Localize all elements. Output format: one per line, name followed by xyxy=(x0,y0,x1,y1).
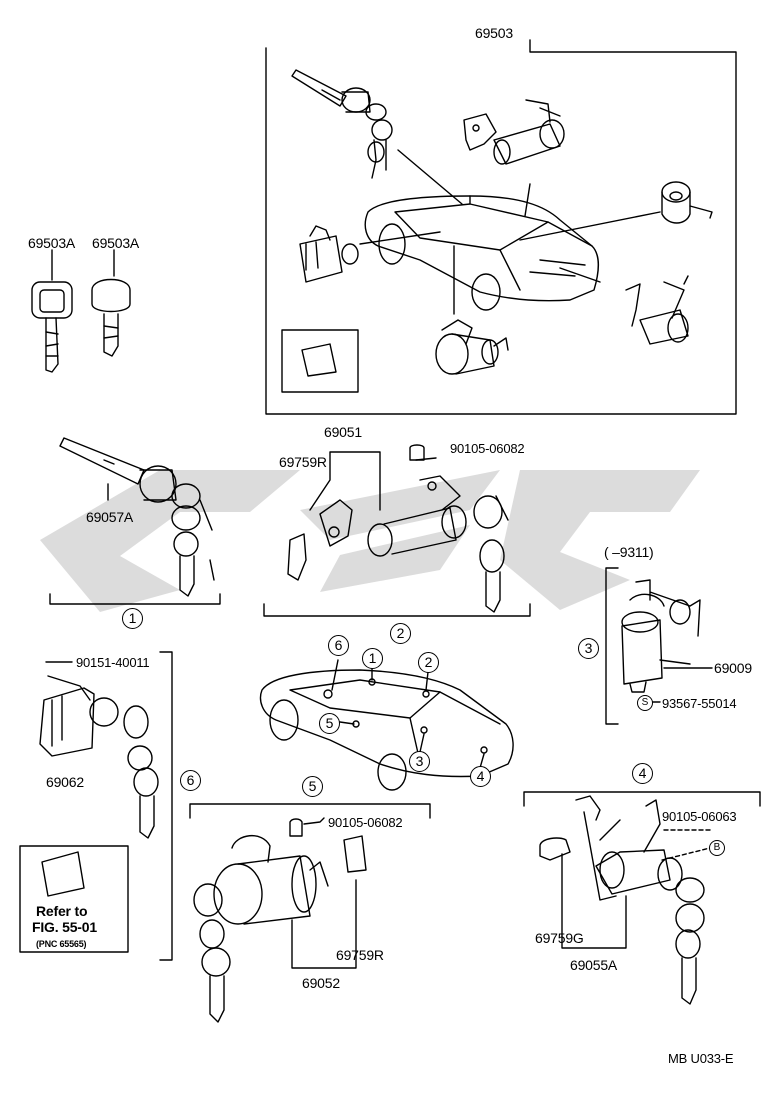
glovebox-lock-69062 xyxy=(39,675,159,839)
callout-6-group: 6 xyxy=(180,770,201,791)
door-lock-69051 xyxy=(287,444,509,613)
label-69759g: 69759G xyxy=(535,930,584,946)
label-69503: 69503 xyxy=(475,25,513,41)
label-69009: 69009 xyxy=(714,660,752,676)
callout-5-group: 5 xyxy=(302,776,323,797)
callout-3-car: 3 xyxy=(409,751,430,772)
callout-6-car: 6 xyxy=(328,635,349,656)
callout-5-car: 5 xyxy=(319,713,340,734)
label-69057a: 69057A xyxy=(86,509,134,525)
label-69503a-right: 69503A xyxy=(92,235,140,251)
refer-note-line2: FIG. 55-01 xyxy=(32,919,97,935)
ignition-switch-69009 xyxy=(621,579,701,693)
callout-4-car: 4 xyxy=(470,766,491,787)
label-90105-06082-rear: 90105-06082 xyxy=(328,815,403,830)
label-90151-40011: 90151-40011 xyxy=(76,655,150,670)
label-bracket-note: ( –9311) xyxy=(604,544,654,560)
footer-code: MB U033-E xyxy=(668,1051,734,1066)
label-90105-06063: 90105-06063 xyxy=(662,809,737,824)
callout-3-group: 3 xyxy=(578,638,599,659)
glovebox-lock-top xyxy=(299,225,359,283)
label-93567-55014: 93567-55014 xyxy=(662,696,737,711)
callout-2-group: 2 xyxy=(390,623,411,644)
label-69051: 69051 xyxy=(324,424,362,440)
label-90105-06082-front: 90105-06082 xyxy=(450,441,525,456)
callout-1-car: 1 xyxy=(362,648,383,669)
car-top xyxy=(364,195,599,311)
label-69062: 69062 xyxy=(46,774,84,790)
door-lock-69052 xyxy=(193,818,367,1023)
ignition-top xyxy=(291,69,393,179)
label-69055a: 69055A xyxy=(570,957,618,973)
key-69503a-left xyxy=(31,249,73,373)
callout-b-mark: B xyxy=(709,840,725,856)
trunk-lock-69055a xyxy=(539,795,705,1005)
ignition-cylinder-69057a xyxy=(59,437,215,597)
label-69503a-left: 69503A xyxy=(28,235,76,251)
label-69759r-rear: 69759R xyxy=(336,947,384,963)
label-69759r-front: 69759R xyxy=(279,454,327,470)
callout-1-group: 1 xyxy=(122,608,143,629)
door-lock-top-bottom xyxy=(435,319,509,375)
callout-2-car: 2 xyxy=(418,652,439,673)
trunk-cylinder-top xyxy=(661,181,713,224)
refer-note-line1: Refer to xyxy=(36,903,88,919)
refer-note-line3: (PNC 65565) xyxy=(36,939,87,949)
key-69503a-right xyxy=(91,249,131,357)
door-lock-top xyxy=(463,99,565,165)
trunk-lock-top xyxy=(625,275,689,345)
callout-s-mark: S xyxy=(637,695,653,711)
callout-4-group: 4 xyxy=(632,763,653,784)
label-69052: 69052 xyxy=(302,975,340,991)
